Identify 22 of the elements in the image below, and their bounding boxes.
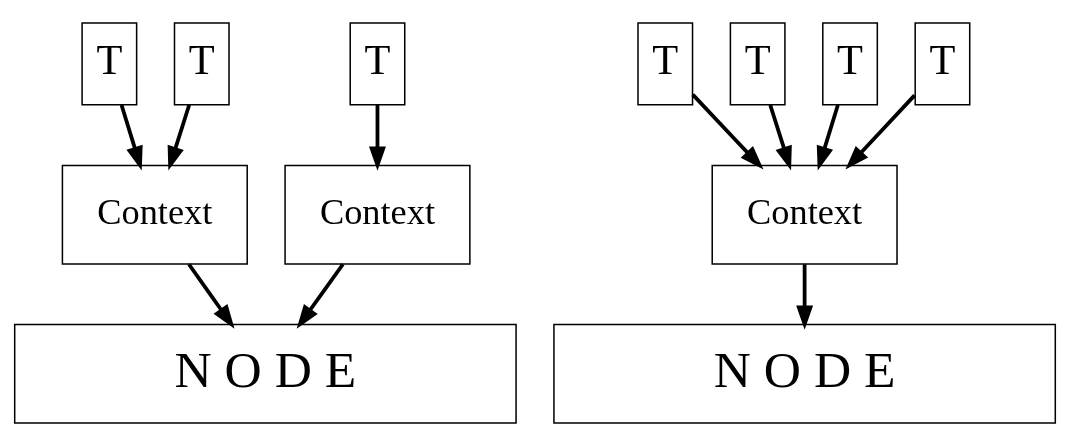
arrow (845, 93, 916, 169)
node-box: T (349, 21, 406, 106)
node-box: Context (61, 164, 248, 265)
node-box: T (729, 21, 786, 106)
node-box: T (173, 21, 230, 106)
arrow (796, 263, 814, 330)
arrow (691, 92, 764, 170)
node-box: T (81, 21, 138, 106)
arrow (768, 103, 792, 171)
node-box: Context (711, 164, 898, 265)
node-box: N O D E (13, 323, 517, 424)
node-box: T (914, 21, 971, 106)
node-box: T (637, 21, 694, 106)
arrow (119, 104, 143, 171)
node-box: N O D E (553, 323, 1057, 424)
arrow (368, 104, 386, 171)
arrow (187, 262, 235, 329)
node-box: Context (284, 164, 471, 265)
arrow (816, 104, 840, 171)
arrow (167, 103, 191, 170)
node-box: T (822, 21, 879, 106)
arrow (296, 262, 345, 329)
